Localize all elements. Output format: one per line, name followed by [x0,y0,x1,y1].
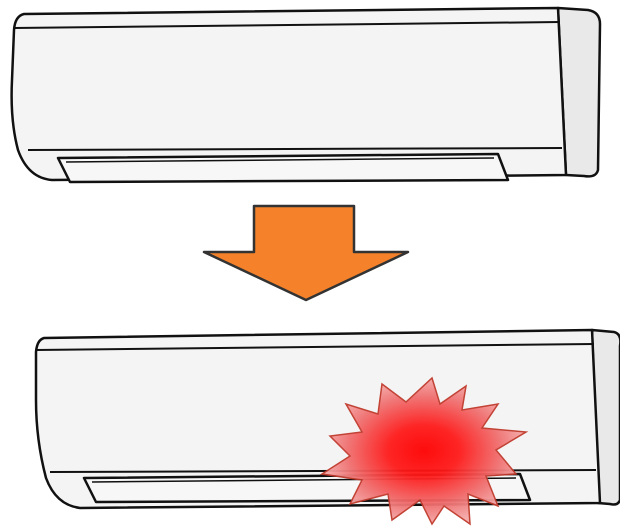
down-arrow-icon [204,206,408,300]
air-conditioner-icon [12,8,600,182]
arrow-shape [204,206,408,300]
air-conditioner-icon [36,330,620,508]
